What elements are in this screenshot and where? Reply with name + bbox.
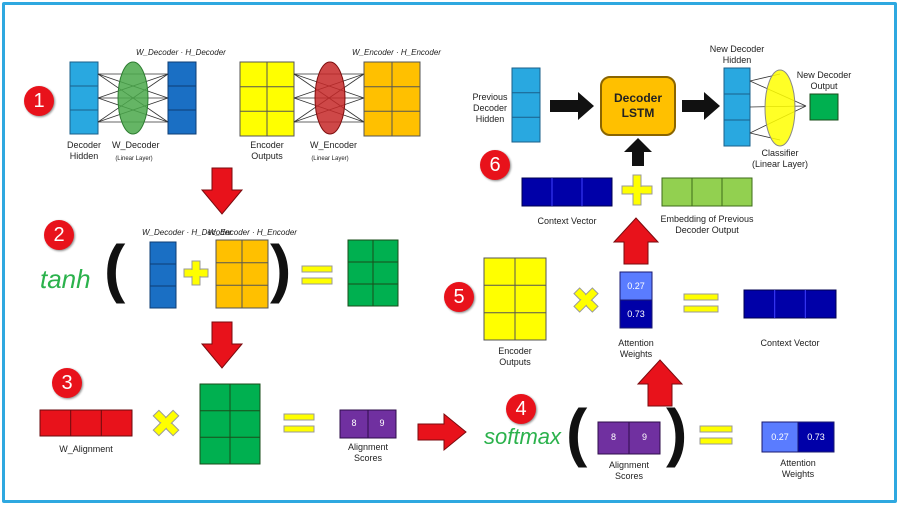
decoder-lstm-label: Decoder LSTM	[613, 91, 663, 120]
tanh-label: tanh	[40, 264, 91, 294]
w-decoder-label: W_Decoder	[112, 140, 160, 150]
softmax-label: softmax	[484, 424, 562, 449]
up-arrow-5to6	[612, 217, 660, 265]
linear-layer-label-2: (Linear Layer)	[311, 156, 349, 162]
decoder-hidden-label: Decoder Hidden	[66, 140, 102, 161]
attention-weights-vector-5	[619, 271, 653, 329]
up-arrow-4to5	[636, 359, 684, 407]
previous-decoder-hidden-vector	[511, 67, 541, 143]
decoder-hidden-vector	[69, 61, 99, 135]
w-alignment-vector	[39, 409, 133, 437]
right-arrow-3to4	[417, 412, 467, 452]
embedding-label: Embedding of Previous Decoder Output	[660, 214, 754, 235]
alignment-scores-label-3: Alignment Scores	[347, 442, 389, 463]
step2-encoder-matrix	[215, 239, 269, 309]
step-3-badge: 3	[52, 368, 82, 398]
encoder-outputs-label-1: Encoder Outputs	[250, 140, 284, 161]
step-2-badge: 2	[44, 220, 74, 250]
step2-decoder-vector	[149, 241, 177, 309]
multiply-icon-5	[573, 287, 599, 313]
new-decoder-output-label: New Decoder Output	[796, 70, 852, 91]
equals-icon-5	[683, 293, 719, 313]
arrow-up-to-lstm	[624, 138, 652, 166]
plus-icon-6	[621, 174, 653, 206]
alignment-score-3-1: 9	[379, 418, 385, 428]
w-alignment-label: W_Alignment	[59, 444, 113, 454]
step-6-badge: 6	[480, 150, 510, 180]
context-vector-label-5: Context Vector	[760, 338, 820, 348]
right-paren: )	[270, 232, 292, 304]
w-encoder-layer	[314, 61, 346, 135]
new-decoder-hidden-vector	[723, 67, 751, 147]
attention-weights-vector-4	[761, 421, 835, 453]
attention-weight-4-0: 0.27	[771, 432, 789, 442]
arrow-hidden-to-lstm	[550, 92, 594, 120]
attention-weights-label-5: Attention Weights	[618, 338, 654, 359]
step5-encoder-matrix	[483, 257, 547, 341]
alignment-scores-label-4: Alignment Scores	[608, 460, 650, 481]
plus-icon	[183, 260, 209, 286]
context-vector-5	[743, 289, 837, 319]
w-encoder-label: W_Encoder	[310, 140, 358, 150]
alignment-scores-vector-4	[597, 421, 661, 455]
alignment-score-3-0: 8	[351, 418, 357, 428]
down-arrow-2to3	[200, 321, 244, 369]
encoder-outputs-label-5: Encoder Outputs	[498, 346, 532, 367]
step-1-badge: 1	[24, 86, 54, 116]
multiply-icon	[152, 409, 180, 437]
tanh-result-matrix	[347, 239, 399, 307]
w-decoder-formula: W_Decoder · H_Decoder	[136, 48, 226, 57]
w-decoder-layer	[117, 61, 149, 135]
classifier-layer	[764, 69, 796, 147]
step3-green-matrix	[199, 383, 261, 465]
arrow-lstm-to-new-hidden	[682, 92, 720, 120]
alignment-score-4-1: 9	[641, 432, 647, 442]
encoder-outputs-matrix	[239, 61, 295, 137]
equals-icon-3	[283, 413, 315, 433]
alignment-scores-vector-3	[339, 409, 397, 439]
attention-weight-5-0: 0.27	[627, 281, 645, 291]
decoder-lstm-box: Decoder LSTM	[600, 76, 676, 136]
right-paren-4: )	[666, 396, 688, 468]
context-vector-6	[521, 177, 613, 207]
step2-encoder-formula: W_Encoder · H_Encoder	[208, 228, 297, 237]
alignment-score-4-0: 8	[610, 432, 616, 442]
decoder-projection-vector	[167, 61, 197, 135]
new-decoder-output-box	[809, 93, 839, 121]
linear-layer-label-1: (Linear Layer)	[115, 156, 153, 162]
classifier-label: Classifier (Linear Layer)	[751, 148, 809, 169]
left-paren: (	[104, 232, 126, 304]
left-paren-4: (	[566, 396, 588, 468]
step-4-badge: 4	[506, 394, 536, 424]
embedding-vector	[661, 177, 753, 207]
previous-decoder-hidden-label: Previous Decoder Hidden	[472, 92, 508, 124]
attention-weights-label-4: Attention Weights	[780, 458, 816, 479]
equals-icon-4	[699, 425, 733, 445]
equals-icon	[301, 265, 333, 285]
attention-weight-5-1: 0.73	[627, 309, 645, 319]
step2-decoder-formula: W_Decoder · H_Decoder	[142, 228, 232, 237]
context-vector-label-6: Context Vector	[537, 216, 597, 226]
frame-border	[2, 2, 897, 503]
w-encoder-formula: W_Encoder · H_Encoder	[352, 48, 441, 57]
attention-weight-4-1: 0.73	[807, 432, 825, 442]
new-decoder-hidden-label: New Decoder Hidden	[709, 44, 765, 65]
step-5-badge: 5	[444, 282, 474, 312]
down-arrow-1to2	[200, 167, 244, 215]
encoder-projection-matrix	[363, 61, 421, 137]
